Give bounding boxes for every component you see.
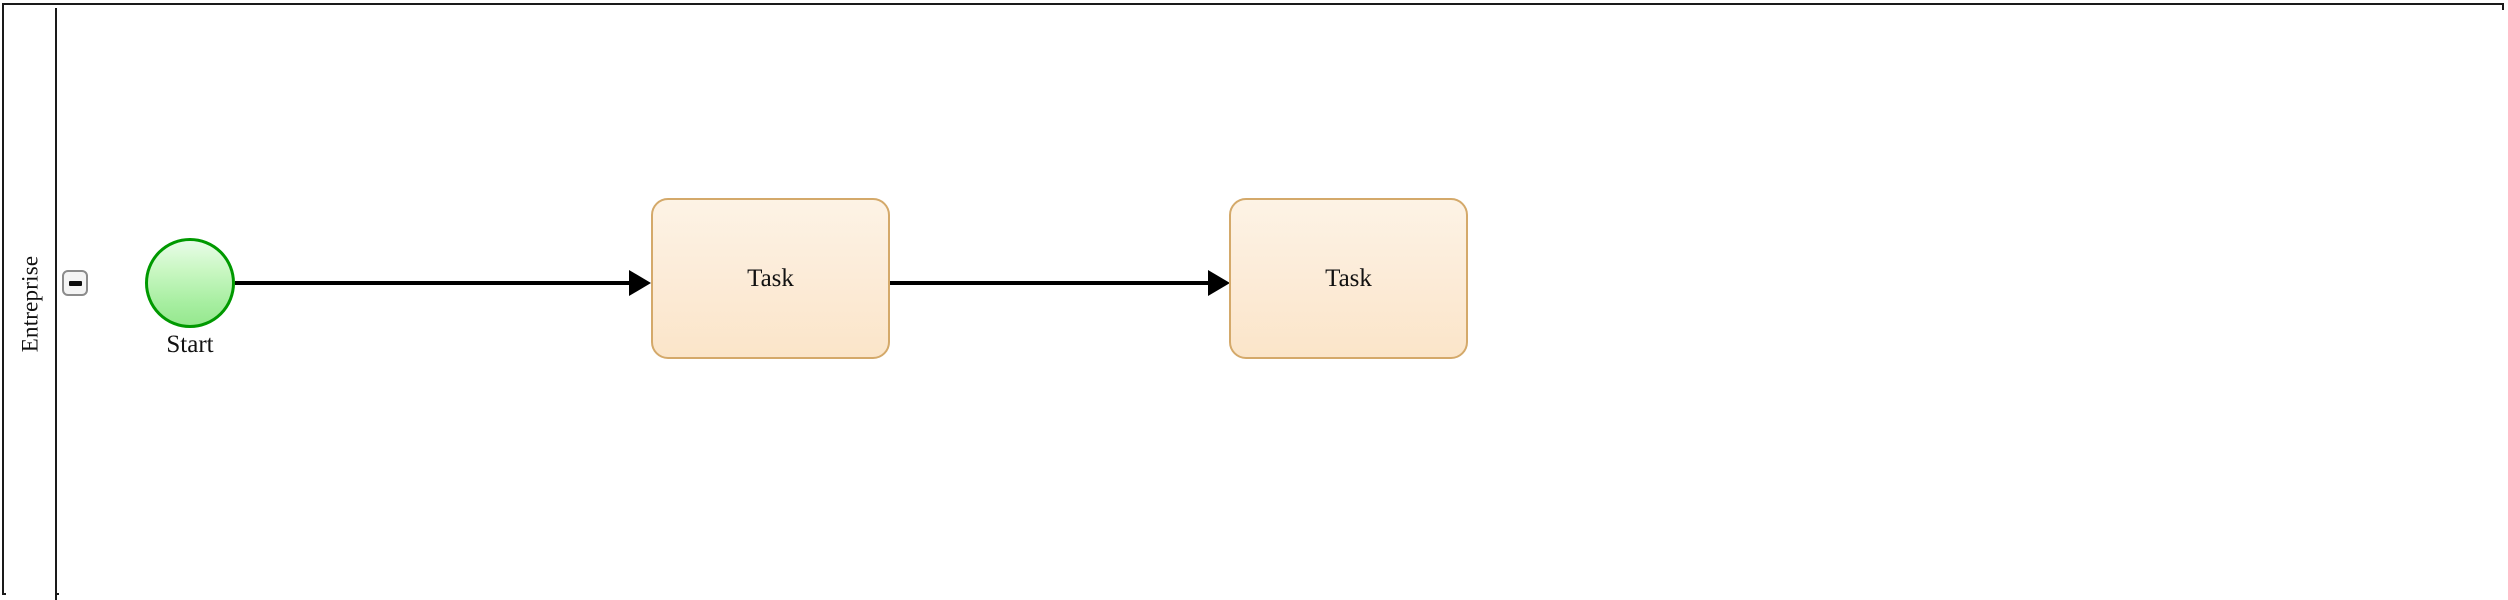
sequence-flow-2-line[interactable] — [890, 281, 1218, 285]
start-event-node[interactable] — [145, 238, 235, 328]
task-node-2-label: Task — [1325, 264, 1372, 292]
lane-title-label: Entreprise — [17, 255, 43, 353]
pool-container: Entreprise — [2, 3, 2506, 600]
task-node-1-label: Task — [747, 264, 794, 292]
minus-icon — [68, 280, 82, 286]
sequence-flow-1-line[interactable] — [235, 281, 639, 285]
task-node-2[interactable]: Task — [1229, 198, 1468, 359]
task-node-1[interactable]: Task — [651, 198, 890, 359]
lane-header-entreprise[interactable]: Entreprise — [6, 8, 57, 600]
sequence-flow-2-arrowhead-icon — [1208, 270, 1230, 296]
start-event-label: Start — [166, 331, 214, 358]
lane-collapse-toggle-button[interactable] — [62, 270, 88, 296]
sequence-flow-1-arrowhead-icon — [629, 270, 651, 296]
